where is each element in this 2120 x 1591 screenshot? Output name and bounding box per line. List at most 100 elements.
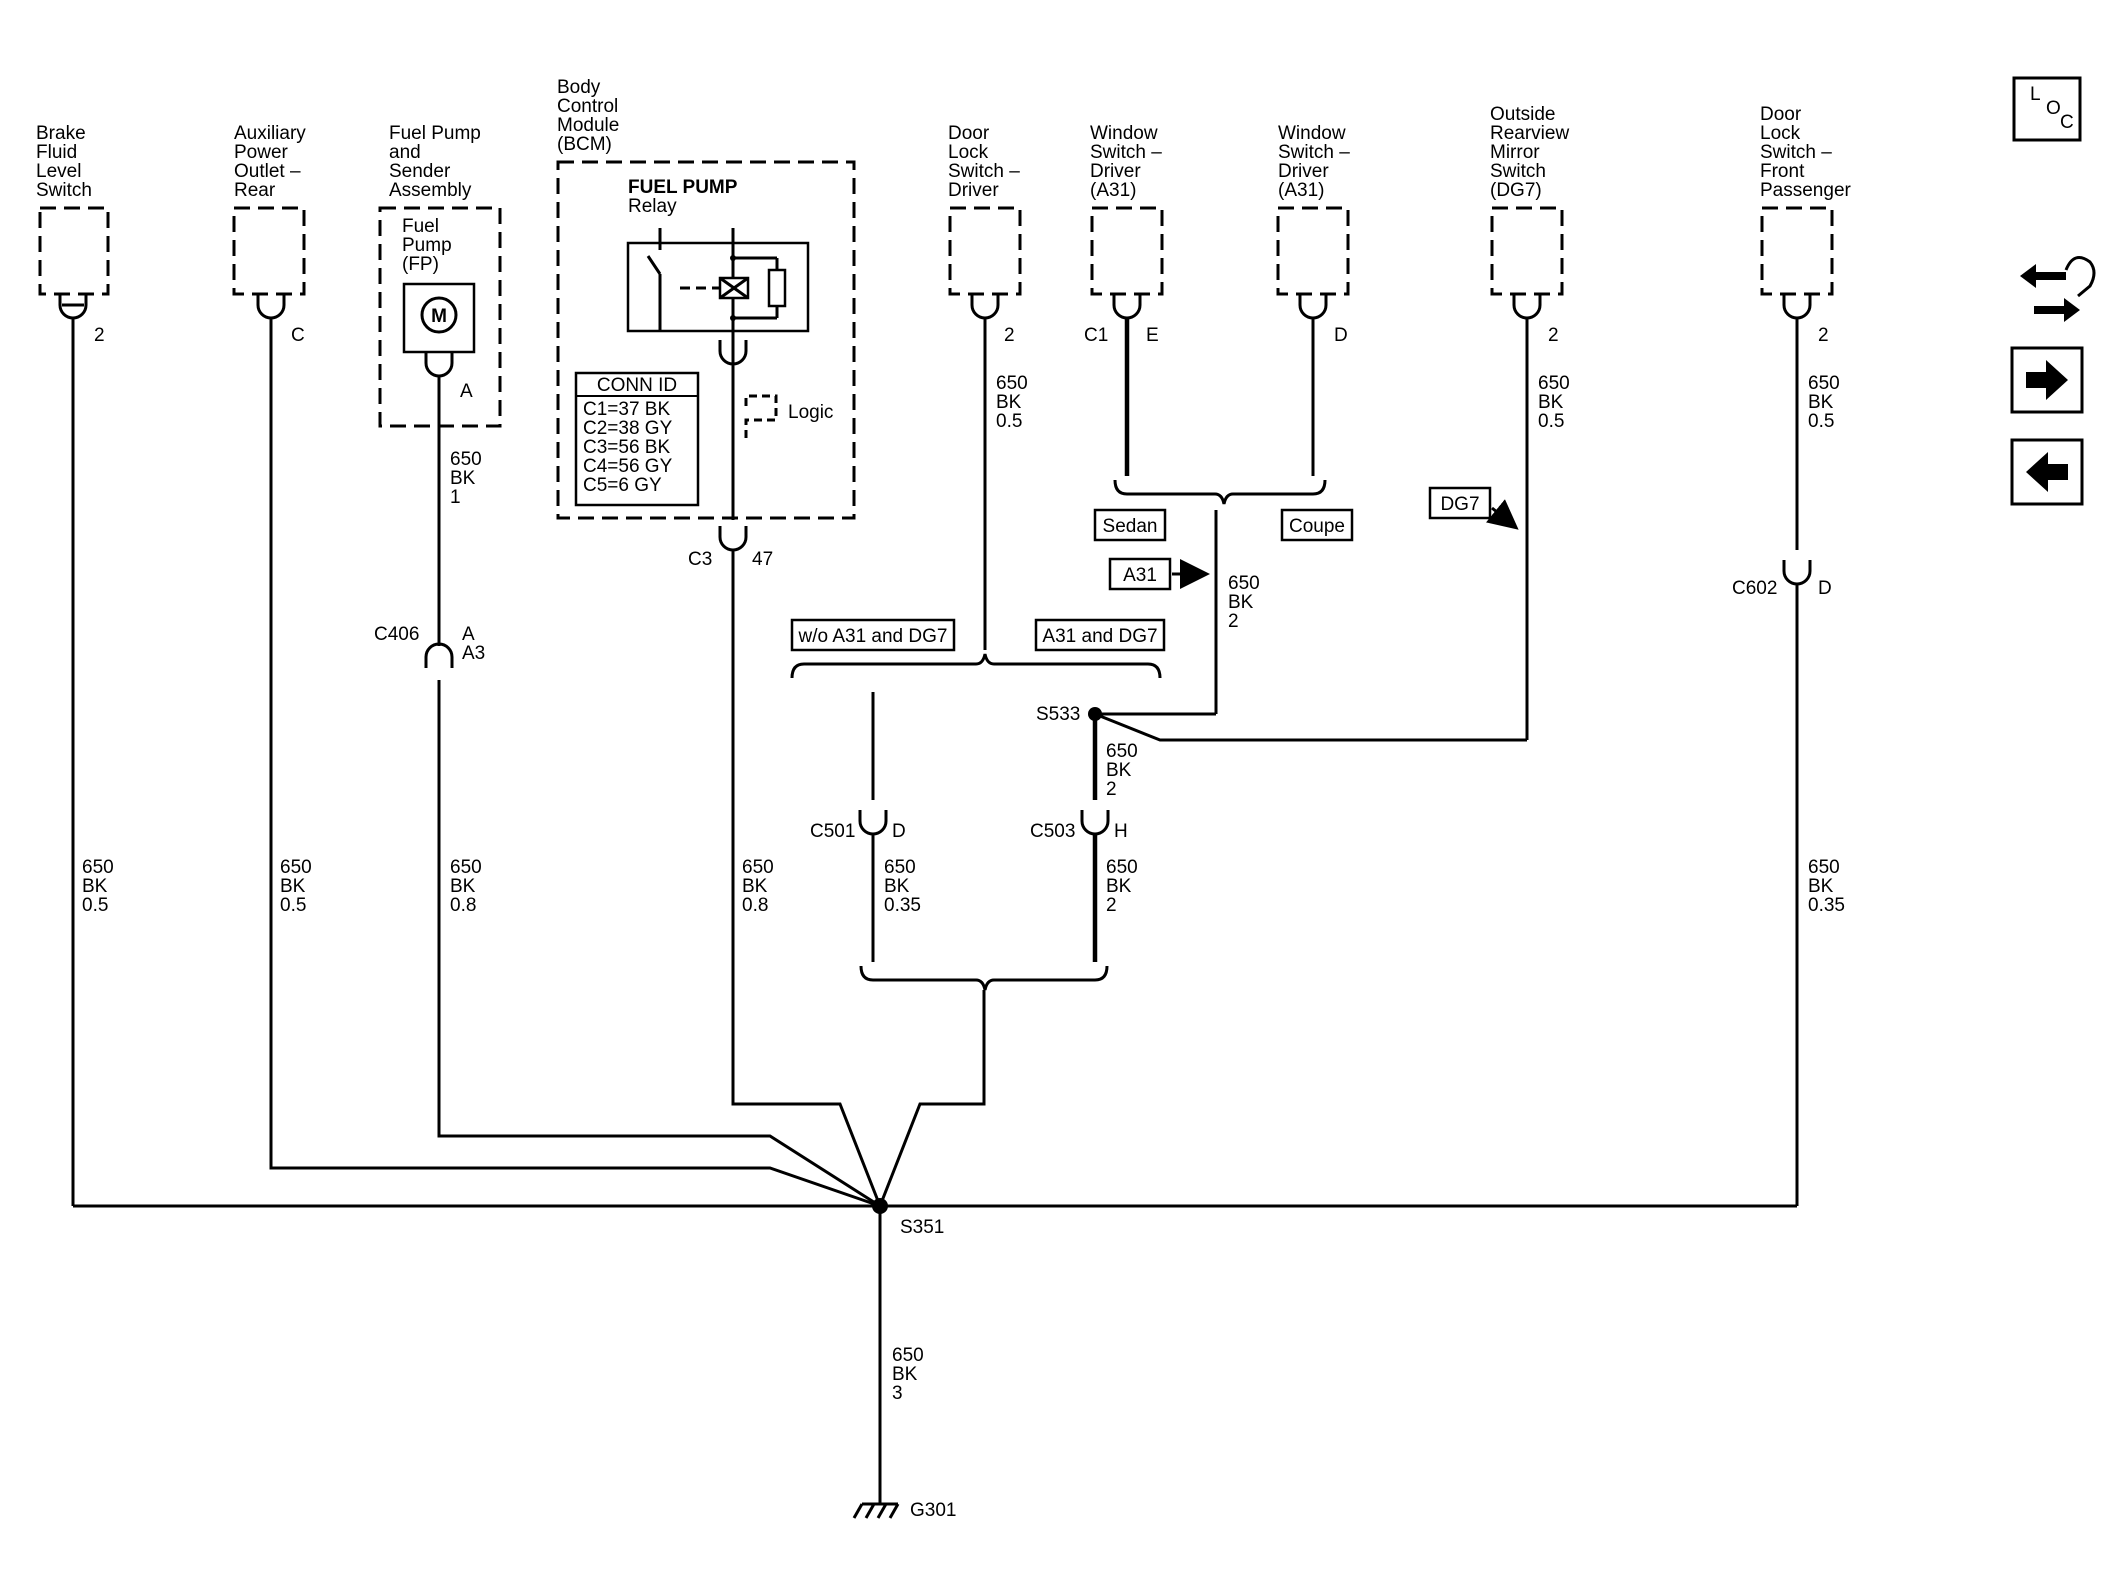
pin-label: E	[1146, 325, 1159, 346]
component-label: (A31)	[1278, 180, 1324, 201]
pin-label: C	[291, 325, 305, 346]
body-control-module: Body Control Module (BCM) FUEL PUMP Rela…	[556, 77, 856, 520]
motor-label: M	[431, 306, 447, 327]
logic-label: Logic	[788, 402, 833, 423]
component-label: Lock	[948, 142, 989, 163]
option-without-a31-dg7: w/o A31 and DG7	[798, 626, 948, 647]
loc-letter: O	[2046, 98, 2061, 119]
window-switch-driver-2: Window Switch – Driver (A31)	[1276, 123, 1350, 296]
wire-label: 1	[450, 487, 461, 508]
pin-label: A	[462, 624, 475, 645]
wire-label: 0.35	[1808, 895, 1845, 916]
wire-label: BK	[996, 392, 1022, 413]
pin-label: D	[1334, 325, 1348, 346]
wire-label: BK	[1808, 876, 1834, 897]
connector-label: C3	[688, 549, 712, 570]
component-label: Switch	[36, 180, 92, 201]
component-label: Sender	[389, 161, 451, 182]
component-label: Switch	[1490, 161, 1546, 182]
wire-labels: 650 BK 1 650 BK 0.5 650 BK 0.5 650 BK 0.…	[82, 373, 1845, 1404]
wire-label: 650	[1808, 857, 1840, 878]
relay-label: FUEL PUMP	[628, 177, 738, 198]
component-label: Lock	[1760, 123, 1801, 144]
wire-label: BK	[450, 468, 476, 489]
conn-id-row: C3=56 BK	[583, 437, 670, 458]
wire-label: BK	[1106, 760, 1132, 781]
connector-label: C503	[1030, 821, 1075, 842]
window-switch-driver-1: Window Switch – Driver (A31)	[1090, 123, 1164, 296]
wire-label: 650	[1228, 573, 1260, 594]
wire-label: BK	[742, 876, 768, 897]
loc-letter: L	[2030, 84, 2041, 105]
component-label: Driver	[1090, 161, 1141, 182]
wire-label: 650	[742, 857, 774, 878]
component-label: Window	[1278, 123, 1346, 144]
previous-page-button[interactable]	[2010, 438, 2084, 506]
component-label: Fuel	[402, 216, 439, 237]
wire-label: 0.8	[742, 895, 768, 916]
next-page-button[interactable]	[2010, 346, 2084, 414]
component-label: Brake	[36, 123, 86, 144]
splice-label: S533	[1036, 704, 1080, 725]
splice-label: S351	[900, 1217, 944, 1238]
loc-letter: C	[2060, 112, 2074, 133]
relay-label: Relay	[628, 196, 677, 217]
splice-s351	[872, 1198, 888, 1214]
wire-label: 650	[1808, 373, 1840, 394]
component-label: Power	[234, 142, 289, 163]
connector-label: C406	[374, 624, 419, 645]
component-label: Rearview	[1490, 123, 1569, 144]
wire-label: BK	[1538, 392, 1564, 413]
component-label: (BCM)	[557, 134, 612, 155]
option-labels: Sedan Coupe A31 DG7 w/o A31 and DG7 A31 …	[790, 486, 1519, 652]
component-label: Front	[1760, 161, 1805, 182]
component-label: Assembly	[389, 180, 472, 201]
pin-label: H	[1114, 821, 1128, 842]
option-dg7: DG7	[1440, 494, 1479, 515]
wire-label: 0.5	[996, 411, 1022, 432]
splice-s533	[1088, 707, 1102, 721]
component-label: Passenger	[1760, 180, 1852, 201]
wire-label: BK	[892, 1364, 918, 1385]
component-label: Auxiliary	[234, 123, 306, 144]
pin-label: 2	[1004, 325, 1015, 346]
option-a31: A31	[1123, 565, 1157, 586]
conn-id-row: C2=38 GY	[583, 418, 673, 439]
wires	[71, 318, 1799, 1519]
wire-label: 2	[1106, 895, 1117, 916]
component-label: Module	[557, 115, 619, 136]
splice-label: G301	[910, 1500, 956, 1521]
wire-label: 650	[450, 857, 482, 878]
component-label: Driver	[948, 180, 999, 201]
wire-label: BK	[280, 876, 306, 897]
wire-label: 2	[1106, 779, 1117, 800]
pin-label: A3	[462, 643, 485, 664]
wire-label: BK	[884, 876, 910, 897]
component-label: Switch –	[948, 161, 1020, 182]
pin-label: 47	[752, 549, 773, 570]
wire-label: 0.8	[450, 895, 476, 916]
wire-label: 650	[450, 449, 482, 470]
wire-label: BK	[1106, 876, 1132, 897]
wire-label: 650	[280, 857, 312, 878]
component-label: Fuel Pump	[389, 123, 481, 144]
component-label: Window	[1090, 123, 1158, 144]
wire-label: 0.5	[1538, 411, 1564, 432]
component-label: and	[389, 142, 421, 163]
component-label: Switch –	[1090, 142, 1162, 163]
option-sedan: Sedan	[1103, 516, 1158, 537]
ground-icon	[852, 1502, 900, 1519]
component-label: Rear	[234, 180, 276, 201]
component-label: Body	[557, 77, 601, 98]
component-label: Outside	[1490, 104, 1555, 125]
wire-label: BK	[1228, 592, 1254, 613]
wire-label: 650	[1106, 857, 1138, 878]
pin-label: D	[892, 821, 906, 842]
component-label: (FP)	[402, 254, 439, 275]
pin-label: 2	[1818, 325, 1829, 346]
wire-label: 0.5	[82, 895, 108, 916]
swap-button[interactable]	[2020, 256, 2096, 323]
loc-button[interactable]: L O C	[2012, 76, 2082, 142]
component-label: (A31)	[1090, 180, 1136, 201]
